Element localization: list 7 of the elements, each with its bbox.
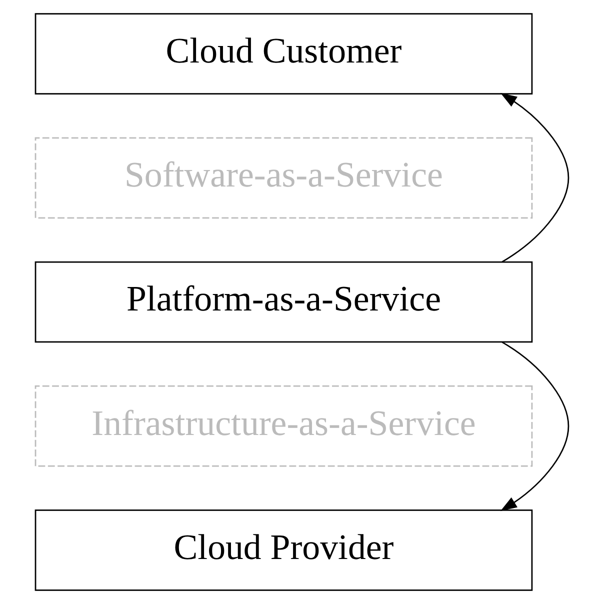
node-box: Platform-as-a-Service — [34, 261, 532, 343]
node-box: Cloud Customer — [34, 13, 532, 94]
node-box: Infrastructure-as-a-Service — [34, 385, 532, 467]
arrow — [500, 92, 569, 262]
node-box: Cloud Provider — [34, 510, 532, 591]
arrow — [500, 342, 569, 512]
node-box: Software-as-a-Service — [34, 137, 532, 219]
